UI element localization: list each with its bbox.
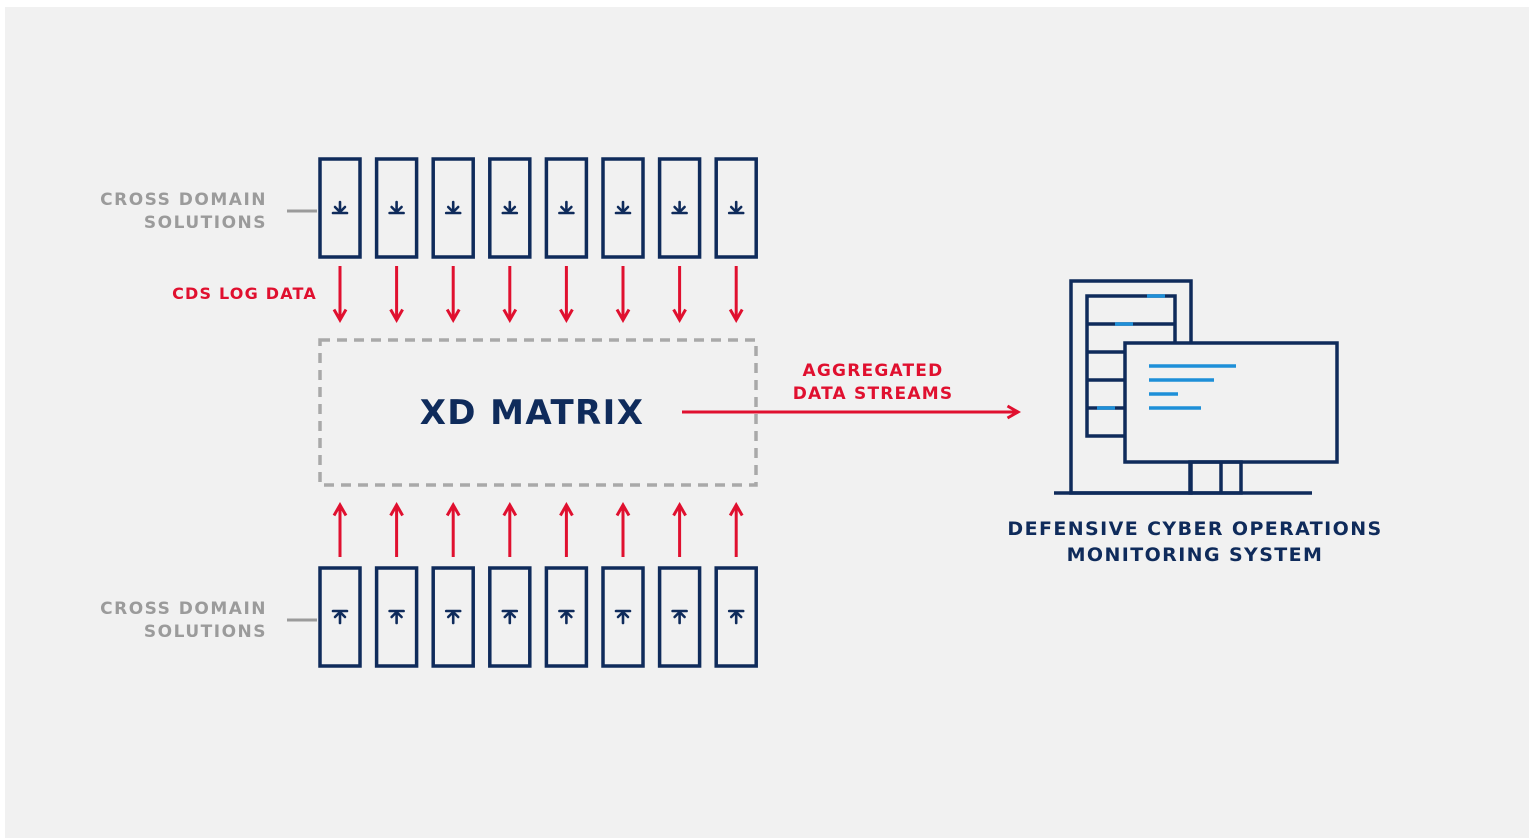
arrow-into-bar-down-icon: [444, 200, 462, 215]
bottom-cds-unit-6: [601, 566, 645, 668]
glyph-head: [729, 205, 743, 214]
top-cds-unit-8: [714, 157, 758, 259]
glyph-head: [729, 610, 743, 619]
glyph-head: [673, 205, 686, 214]
glyph-head: [333, 205, 347, 214]
bottom-log-arrows: [332, 501, 744, 557]
bottom-cds-units: [318, 566, 758, 668]
aggregated-label-line2: DATA STREAMS: [793, 384, 954, 404]
arrow-out-of-bar-up-icon: [671, 609, 688, 625]
bottom-cds-unit-1: [318, 566, 362, 668]
system-label-line2: MONITORING SYSTEM: [1067, 544, 1324, 566]
cds-unit-frame: [601, 566, 645, 668]
top-cds-unit-7: [657, 157, 702, 259]
arrow-into-bar-down-icon: [671, 200, 688, 215]
glyph-head: [616, 205, 630, 214]
glyph-head: [390, 610, 403, 619]
cds-unit-frame: [431, 566, 475, 668]
glyph-head: [390, 205, 403, 214]
top-cds-units: [318, 157, 758, 259]
top-cds-unit-2: [374, 157, 419, 259]
bottom-cds-unit-2: [374, 566, 419, 668]
glyph-head: [503, 610, 517, 619]
top-log-arrows: [332, 266, 744, 324]
bottom-cds-unit-3: [431, 566, 475, 668]
glyph-head: [616, 610, 630, 619]
arrow-into-bar-down-icon: [727, 200, 745, 215]
arrow-into-bar-down-icon: [558, 200, 575, 215]
cds-unit-frame: [601, 157, 645, 259]
glyph-head: [560, 205, 573, 214]
arrow-out-of-bar-up-icon: [331, 609, 349, 625]
bottom-cds-unit-8: [714, 566, 758, 668]
top-cds-label-line1: CROSS DOMAIN: [100, 190, 267, 210]
cds-unit-frame: [431, 157, 475, 259]
arrow-out-of-bar-up-icon: [444, 609, 462, 625]
arrow-into-bar-down-icon: [501, 200, 519, 215]
system-label-line1: DEFENSIVE CYBER OPERATIONS: [1007, 518, 1382, 540]
cds-unit-frame: [374, 566, 419, 668]
cds-unit-frame: [544, 566, 589, 668]
glyph-head: [333, 610, 347, 619]
cds-unit-frame: [657, 566, 702, 668]
cds-unit-frame: [544, 157, 589, 259]
cds-log-data-label: CDS LOG DATA: [172, 284, 317, 303]
bottom-cds-unit-5: [544, 566, 589, 668]
server-and-monitor-icon: [1054, 279, 1339, 495]
glyph-head: [560, 610, 573, 619]
arrow-out-of-bar-up-icon: [501, 609, 519, 625]
cds-unit-frame: [488, 157, 532, 259]
xd-matrix-label: XD MATRIX: [420, 393, 645, 433]
top-cds-unit-5: [544, 157, 589, 259]
aggregated-label-line1: AGGREGATED: [803, 361, 944, 381]
cds-unit-frame: [714, 157, 758, 259]
top-cds-unit-1: [318, 157, 362, 259]
cds-unit-frame: [657, 157, 702, 259]
bottom-cds-label-line1: CROSS DOMAIN: [100, 599, 267, 619]
monitor-icon: [1123, 341, 1339, 495]
arrow-out-of-bar-up-icon: [614, 609, 632, 625]
cds-unit-frame: [318, 566, 362, 668]
bottom-cds-unit-4: [488, 566, 532, 668]
cds-unit-frame: [488, 566, 532, 668]
glyph-head: [673, 610, 686, 619]
arrow-into-bar-down-icon: [614, 200, 632, 215]
xd-matrix-box: [318, 338, 758, 487]
cds-unit-frame: [318, 157, 362, 259]
top-cds-unit-3: [431, 157, 475, 259]
bottom-cds-label-line2: SOLUTIONS: [144, 622, 267, 642]
arrow-out-of-bar-up-icon: [727, 609, 745, 625]
arrow-into-bar-down-icon: [388, 200, 405, 215]
cds-unit-frame: [714, 566, 758, 668]
glyph-head: [446, 205, 460, 214]
cds-unit-frame: [374, 157, 419, 259]
glyph-head: [446, 610, 460, 619]
glyph-head: [503, 205, 517, 214]
top-cds-unit-6: [601, 157, 645, 259]
arrow-into-bar-down-icon: [331, 200, 349, 215]
arrow-out-of-bar-up-icon: [388, 609, 405, 625]
bottom-cds-unit-7: [657, 566, 702, 668]
arrow-out-of-bar-up-icon: [558, 609, 575, 625]
top-cds-label-line2: SOLUTIONS: [144, 213, 267, 233]
top-cds-unit-4: [488, 157, 532, 259]
